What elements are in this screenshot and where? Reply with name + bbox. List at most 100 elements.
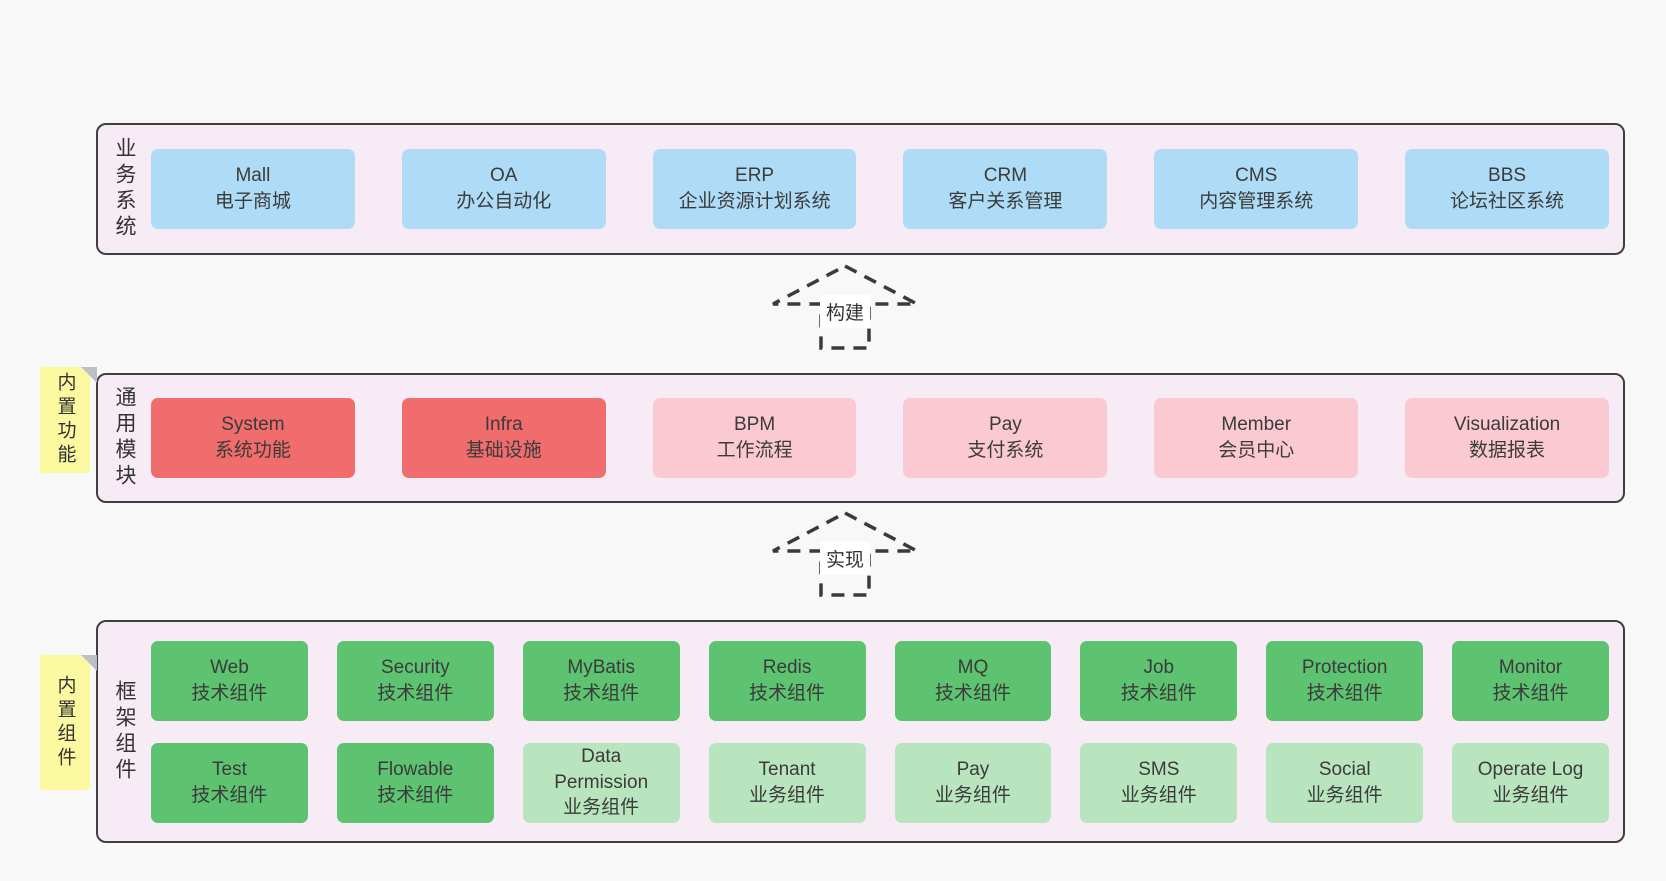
builtin-features-sticky-label: 内置功能 bbox=[54, 372, 76, 468]
box-desc: 支付系统 bbox=[967, 440, 1044, 461]
box-desc: 论坛社区系统 bbox=[1450, 191, 1565, 212]
box-name: Pay bbox=[956, 758, 990, 780]
builtin-components-sticky: 内置组件 bbox=[40, 655, 97, 790]
box-name: Mall bbox=[235, 165, 271, 187]
components-row-1: Web 技术组件 Security 技术组件 MyBatis 技术组件 Redi… bbox=[151, 640, 1609, 721]
box-name: Pay bbox=[989, 414, 1022, 436]
box-name: Member bbox=[1221, 414, 1292, 436]
box-name: OA bbox=[490, 165, 518, 187]
box-desc: 电子商城 bbox=[214, 191, 291, 212]
box-desc: 内容管理系统 bbox=[1199, 191, 1314, 212]
up-arrow-icon bbox=[772, 264, 918, 350]
box-social: Social 业务组件 bbox=[1266, 742, 1424, 823]
box-desc: 业务组件 bbox=[749, 784, 826, 806]
box-flowable: Flowable 技术组件 bbox=[336, 742, 494, 823]
business-systems-row: Mall 电子商城 OA 办公自动化 ERP 企业资源计划系统 CRM 客户关系… bbox=[151, 149, 1609, 229]
box-desc: 客户关系管理 bbox=[948, 191, 1063, 212]
box-name: Social bbox=[1318, 758, 1371, 780]
box-name: Flowable bbox=[377, 758, 454, 780]
box-desc: 业务组件 bbox=[1492, 784, 1569, 806]
components-row-2: Test 技术组件 Flowable 技术组件 Data Permission … bbox=[151, 742, 1609, 823]
box-job: Job 技术组件 bbox=[1080, 640, 1238, 721]
box-desc: 技术组件 bbox=[191, 682, 268, 704]
framework-components-label: 框架组件 bbox=[113, 679, 136, 784]
box-protection: Protection 技术组件 bbox=[1266, 640, 1424, 721]
common-modules-row: System 系统功能 Infra 基础设施 BPM 工作流程 Pay 支付系统… bbox=[151, 398, 1609, 478]
box-name: BPM bbox=[733, 414, 776, 436]
box-oa: OA 办公自动化 bbox=[401, 149, 606, 229]
box-bpm: BPM 工作流程 bbox=[652, 398, 857, 478]
box-name: Protection bbox=[1301, 656, 1388, 678]
box-name: CRM bbox=[983, 165, 1028, 187]
box-name: Security bbox=[380, 656, 450, 678]
box-desc: 业务组件 bbox=[563, 797, 640, 819]
box-desc: 技术组件 bbox=[934, 682, 1011, 704]
box-name: CMS bbox=[1235, 165, 1278, 187]
box-name: Redis bbox=[762, 656, 812, 678]
box-crm: CRM 客户关系管理 bbox=[903, 149, 1108, 229]
sticky-fold-icon bbox=[81, 655, 97, 671]
box-system: System 系统功能 bbox=[151, 398, 355, 478]
box-desc: 技术组件 bbox=[749, 682, 826, 704]
implement-arrow: 实现 bbox=[770, 510, 920, 598]
box-desc: 系统功能 bbox=[214, 440, 291, 461]
box-tenant: Tenant 业务组件 bbox=[708, 742, 866, 823]
framework-components-rows: Web 技术组件 Security 技术组件 MyBatis 技术组件 Redi… bbox=[151, 640, 1609, 823]
implement-arrow-label: 实现 bbox=[819, 542, 871, 575]
box-infra: Infra 基础设施 bbox=[401, 398, 606, 478]
box-name: Infra bbox=[484, 414, 523, 436]
box-name: Test bbox=[212, 758, 247, 780]
box-cms: CMS 内容管理系统 bbox=[1154, 149, 1359, 229]
box-name: Data Permission bbox=[554, 746, 649, 793]
box-mq: MQ 技术组件 bbox=[894, 640, 1052, 721]
box-pay-component: Pay 业务组件 bbox=[894, 742, 1052, 823]
box-name: Operate Log bbox=[1477, 758, 1584, 780]
box-name: MyBatis bbox=[567, 656, 635, 678]
build-arrow-label: 构建 bbox=[819, 295, 871, 328]
up-arrow-icon bbox=[772, 511, 918, 597]
box-mybatis: MyBatis 技术组件 bbox=[522, 640, 680, 721]
box-redis: Redis 技术组件 bbox=[708, 640, 866, 721]
box-desc: 业务组件 bbox=[934, 784, 1011, 806]
box-erp: ERP 企业资源计划系统 bbox=[652, 149, 857, 229]
business-systems-label: 业务系统 bbox=[113, 137, 136, 241]
box-desc: 技术组件 bbox=[377, 682, 454, 704]
builtin-features-sticky: 内置功能 bbox=[40, 367, 97, 473]
box-operate-log: Operate Log 业务组件 bbox=[1452, 742, 1609, 823]
box-bbs: BBS 论坛社区系统 bbox=[1405, 149, 1609, 229]
builtin-components-sticky-label: 内置组件 bbox=[54, 674, 76, 771]
sticky-fold-icon bbox=[81, 367, 97, 383]
box-desc: 业务组件 bbox=[1306, 784, 1383, 806]
box-name: BBS bbox=[1488, 165, 1527, 187]
box-desc: 技术组件 bbox=[563, 682, 640, 704]
box-web: Web 技术组件 bbox=[151, 640, 308, 721]
box-name: System bbox=[221, 414, 285, 436]
box-desc: 技术组件 bbox=[1120, 682, 1197, 704]
box-desc: 技术组件 bbox=[1306, 682, 1383, 704]
box-name: Job bbox=[1143, 656, 1175, 678]
box-desc: 会员中心 bbox=[1218, 440, 1295, 461]
box-desc: 技术组件 bbox=[377, 784, 454, 806]
box-name: MQ bbox=[957, 656, 989, 678]
framework-components-panel: 框架组件 Web 技术组件 Security 技术组件 MyBatis 技术组件… bbox=[96, 620, 1625, 843]
common-modules-label: 通用模块 bbox=[113, 386, 136, 490]
box-member: Member 会员中心 bbox=[1154, 398, 1359, 478]
box-desc: 数据报表 bbox=[1469, 440, 1546, 461]
box-name: Tenant bbox=[758, 758, 816, 780]
box-name: Web bbox=[210, 656, 249, 678]
box-desc: 基础设施 bbox=[465, 440, 542, 461]
box-desc: 技术组件 bbox=[1492, 682, 1569, 704]
box-name: ERP bbox=[735, 165, 775, 187]
box-visualization: Visualization 数据报表 bbox=[1405, 398, 1609, 478]
box-desc: 技术组件 bbox=[191, 784, 268, 806]
box-sms: SMS 业务组件 bbox=[1080, 742, 1238, 823]
box-pay: Pay 支付系统 bbox=[903, 398, 1108, 478]
box-desc: 业务组件 bbox=[1120, 784, 1197, 806]
box-desc: 工作流程 bbox=[716, 440, 793, 461]
business-systems-panel: 业务系统 Mall 电子商城 OA 办公自动化 ERP 企业资源计划系统 CRM… bbox=[96, 123, 1625, 255]
common-modules-panel: 通用模块 System 系统功能 Infra 基础设施 BPM 工作流程 Pay… bbox=[96, 373, 1625, 503]
box-desc: 企业资源计划系统 bbox=[678, 191, 831, 212]
box-name: SMS bbox=[1138, 758, 1180, 780]
box-monitor: Monitor 技术组件 bbox=[1452, 640, 1609, 721]
box-security: Security 技术组件 bbox=[336, 640, 494, 721]
